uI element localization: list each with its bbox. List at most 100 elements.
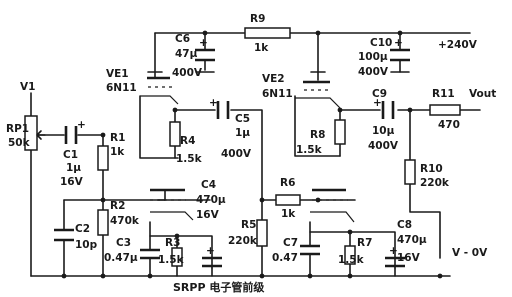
label-r7: R7 xyxy=(357,237,372,249)
junction-dot xyxy=(147,273,153,279)
label-r7-value: 1.5k xyxy=(338,254,365,266)
junction-dot xyxy=(315,197,321,203)
label-r2: R2 xyxy=(110,200,125,212)
label-r6-value: 1k xyxy=(281,208,296,220)
c4-body xyxy=(202,256,222,268)
wire-c5-right xyxy=(230,109,263,201)
label-c2-value: 10p xyxy=(75,239,98,251)
label-c1-volt: 16V xyxy=(60,176,84,188)
c5-body xyxy=(216,101,230,119)
label-r1: R1 xyxy=(110,132,125,144)
junction-dot xyxy=(172,107,178,113)
label-r9-value: 1k xyxy=(254,42,269,54)
c8-body xyxy=(385,256,405,268)
label-c6-cap: 47μ xyxy=(175,48,198,60)
label-ground: V - 0V xyxy=(452,247,488,259)
junction-dot xyxy=(100,197,106,203)
junction-dot xyxy=(100,273,106,279)
r9-body xyxy=(244,27,291,39)
junction-dot xyxy=(259,273,265,279)
c4-polarity: + xyxy=(206,245,215,257)
r2-body xyxy=(97,209,109,236)
r8-body xyxy=(334,119,346,145)
label-ve2-type: 6N11 xyxy=(262,88,293,100)
label-c7-value: 0.47 xyxy=(272,252,298,264)
junction-dot xyxy=(174,233,180,239)
ve1-lower-cathode xyxy=(150,211,194,221)
junction-dot xyxy=(397,30,403,36)
junction-dot xyxy=(407,107,413,113)
label-c5-cap: 1μ xyxy=(235,127,250,139)
label-r5-value: 220k xyxy=(228,235,258,247)
label-c1-cap: 1μ xyxy=(66,162,81,174)
c10-polarity: + xyxy=(394,37,403,49)
label-c4: C4 xyxy=(201,179,216,191)
label-vout: Vout xyxy=(469,88,496,100)
label-r3: R3 xyxy=(165,237,180,249)
label-r5: R5 xyxy=(241,219,256,231)
junction-dot xyxy=(100,132,106,138)
wire-ve2-lower-cath xyxy=(309,221,396,269)
rp1-body xyxy=(24,115,38,151)
label-r4-value: 1.5k xyxy=(176,153,203,165)
label-ve1: VE1 xyxy=(106,68,129,80)
r6-body xyxy=(275,194,301,206)
label-c8-cap: 470μ xyxy=(397,234,427,246)
c5-polarity: + xyxy=(209,97,218,109)
label-r2-value: 470k xyxy=(110,215,140,227)
label-r10-value: 220k xyxy=(420,177,450,189)
r10-body xyxy=(404,159,416,185)
c7-body xyxy=(300,244,320,256)
r5-body xyxy=(256,219,268,247)
c8-polarity: + xyxy=(389,245,398,257)
label-c5: C5 xyxy=(235,113,250,125)
diagram-caption: SRPP 电子管前级 xyxy=(173,280,265,294)
junction-dot xyxy=(61,273,67,279)
c1-polarity: + xyxy=(77,119,86,131)
label-r8: R8 xyxy=(310,129,325,141)
label-c3: C3 xyxy=(116,237,131,249)
label-r10: R10 xyxy=(420,163,443,175)
label-c1: C1 xyxy=(63,149,78,161)
label-c10: C10 xyxy=(370,37,392,49)
label-c7: C7 xyxy=(283,237,298,249)
label-r9: R9 xyxy=(250,13,265,25)
label-r6: R6 xyxy=(280,177,295,189)
c6-body xyxy=(195,48,215,62)
junction-dot xyxy=(437,273,443,279)
r7-body xyxy=(344,245,356,265)
label-r11: R11 xyxy=(432,88,455,100)
label-c4-cap: 470μ xyxy=(196,194,226,206)
label-rp1-value: 50k xyxy=(8,137,31,149)
label-c8: C8 xyxy=(397,219,412,231)
r1-body xyxy=(97,145,109,171)
label-c9-cap: 10μ xyxy=(372,125,395,137)
label-c10-cap: 100μ xyxy=(358,51,388,63)
junction-dot xyxy=(315,30,321,36)
wire-ve1-lower-cath xyxy=(149,221,213,269)
c10-body xyxy=(390,48,410,62)
label-r8-value: 1.5k xyxy=(296,144,323,156)
label-c10-volt: 400V xyxy=(358,66,389,78)
c6-polarity: + xyxy=(199,37,208,49)
c1-body xyxy=(64,126,78,144)
ve2-lower-cathode xyxy=(310,211,355,223)
label-ve2: VE2 xyxy=(262,73,285,85)
label-c9-volt: 400V xyxy=(368,140,399,152)
label-r4: R4 xyxy=(180,135,195,147)
label-v1: V1 xyxy=(20,81,35,93)
label-c2: C2 xyxy=(75,223,90,235)
junction-dot xyxy=(347,273,353,279)
label-r3-value: 1.5k xyxy=(158,254,185,266)
c3-body xyxy=(140,248,160,260)
label-rp1: RP1 xyxy=(6,123,29,135)
c9-body xyxy=(381,101,395,119)
label-c8-volt: 16V xyxy=(397,252,421,264)
label-c6-volt: 400V xyxy=(172,67,203,79)
wire-ve1-cathode xyxy=(139,95,179,159)
ve2-upper-cathode xyxy=(295,97,341,109)
label-bplus: +240V xyxy=(438,39,478,51)
wire-c1-right xyxy=(77,134,104,147)
label-c4-volt: 16V xyxy=(196,209,220,221)
